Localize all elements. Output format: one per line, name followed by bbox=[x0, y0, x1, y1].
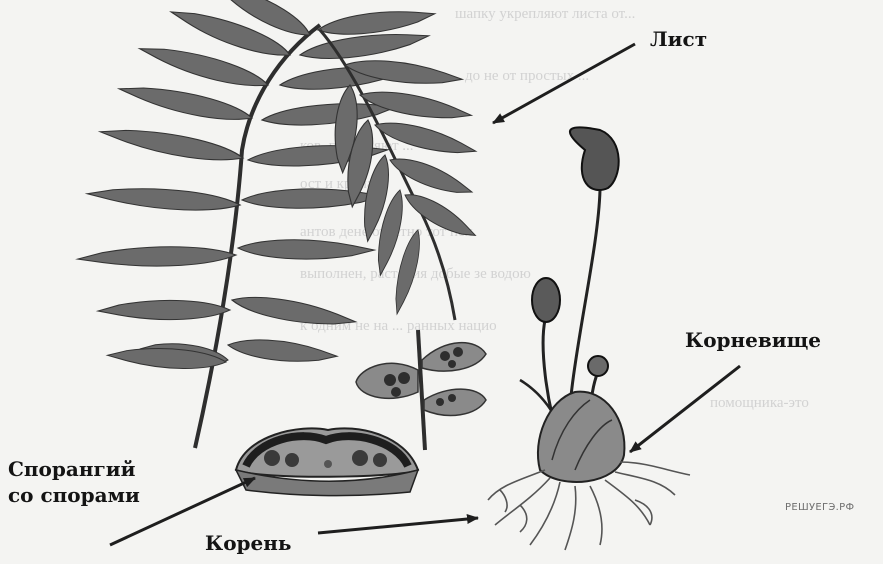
sori-pinnule bbox=[356, 330, 486, 450]
sporangium-label: Спорангий со спорами bbox=[8, 456, 140, 508]
root-arrow bbox=[318, 518, 478, 533]
leaf-label: Лист bbox=[650, 26, 707, 52]
sporangium-label-line1: Спорангий bbox=[8, 456, 140, 482]
leaf-arrow bbox=[493, 44, 635, 123]
root-label: Корень bbox=[205, 530, 291, 556]
rhizome-label: Корневище bbox=[685, 327, 821, 353]
rhizome-arrow bbox=[630, 366, 740, 452]
sporangium-label-line2: со спорами bbox=[8, 482, 140, 508]
watermark: РЕШУЕГЭ.РФ bbox=[785, 502, 854, 513]
sporangium-section bbox=[236, 428, 418, 495]
label-arrows bbox=[110, 44, 740, 545]
